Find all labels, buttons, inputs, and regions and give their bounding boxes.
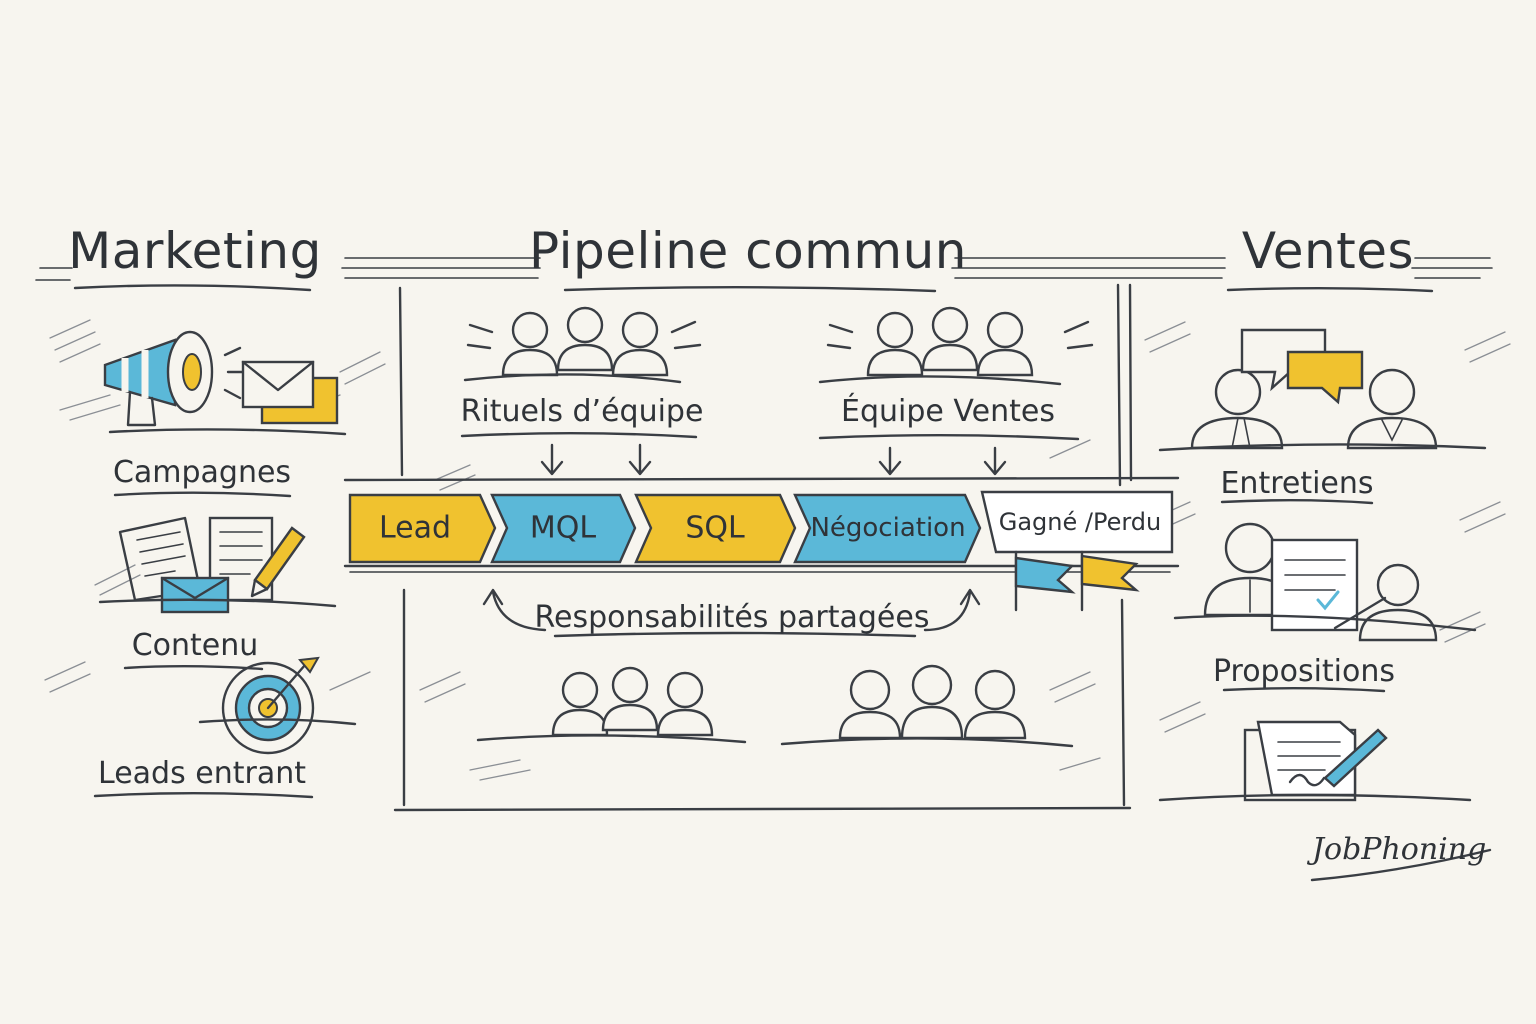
stage-lead-shape (348, 493, 497, 564)
team-icon (818, 306, 1094, 386)
label-underline (1222, 687, 1386, 693)
marketing-item-contenu: Contenu (131, 628, 259, 663)
megaphone-icon (103, 330, 247, 427)
pencil-icon (250, 526, 306, 598)
stage-sql-shape (634, 493, 797, 564)
stage-gagne-shape (980, 490, 1174, 554)
marketing-item-leads-entrant: Leads entrant (98, 756, 306, 791)
target-icon (221, 656, 320, 755)
stage-gagne-perdu-label: Gagné /Perdu (998, 508, 1162, 536)
contract-signing-icon (1173, 522, 1477, 642)
stage-lead-label: Lead (378, 510, 452, 546)
ground-line (108, 428, 347, 436)
stage-negociation-shape (793, 493, 982, 564)
ground-line (198, 718, 357, 726)
flag-icon (1014, 550, 1140, 612)
envelope-icon (241, 360, 339, 425)
marketing-title: Marketing (68, 222, 322, 280)
header-rules (35, 257, 1493, 293)
documents-icon (118, 516, 274, 614)
team-icon (780, 664, 1074, 748)
label-underlines (93, 491, 314, 799)
ventes-item-propositions: Propositions (1212, 654, 1396, 689)
stage-negociation-label: Négociation (810, 513, 966, 543)
team-icon (476, 666, 747, 744)
marketing-item-campagnes: Campagnes (112, 455, 292, 490)
ventes-title: Ventes (1241, 222, 1415, 280)
group-rituels: Rituels d’équipe (460, 394, 704, 429)
brand-underline (1310, 848, 1492, 882)
stage-mql-label: MQL (529, 510, 597, 546)
shared-arrows (482, 588, 981, 638)
column-dividers (393, 283, 1133, 812)
down-arrows (540, 443, 1007, 476)
label-underline (1220, 499, 1374, 505)
pipeline-title: Pipeline commun (529, 222, 967, 280)
shared-responsibilities: Responsabilités partagées (534, 600, 930, 635)
signed-document-icon (1158, 720, 1472, 802)
ventes-item-entretiens: Entretiens (1220, 466, 1374, 501)
conversation-icon (1158, 328, 1487, 452)
pipeline-stages (348, 490, 1174, 564)
brand-logo: JobPhoning (1312, 832, 1487, 867)
group-equipe-ventes: Équipe Ventes (841, 394, 1055, 429)
group-underlines (460, 432, 1080, 441)
stage-mql-shape (490, 493, 637, 564)
stage-sql-label: SQL (685, 510, 745, 546)
team-icon (463, 306, 702, 384)
ground-line (98, 598, 337, 608)
